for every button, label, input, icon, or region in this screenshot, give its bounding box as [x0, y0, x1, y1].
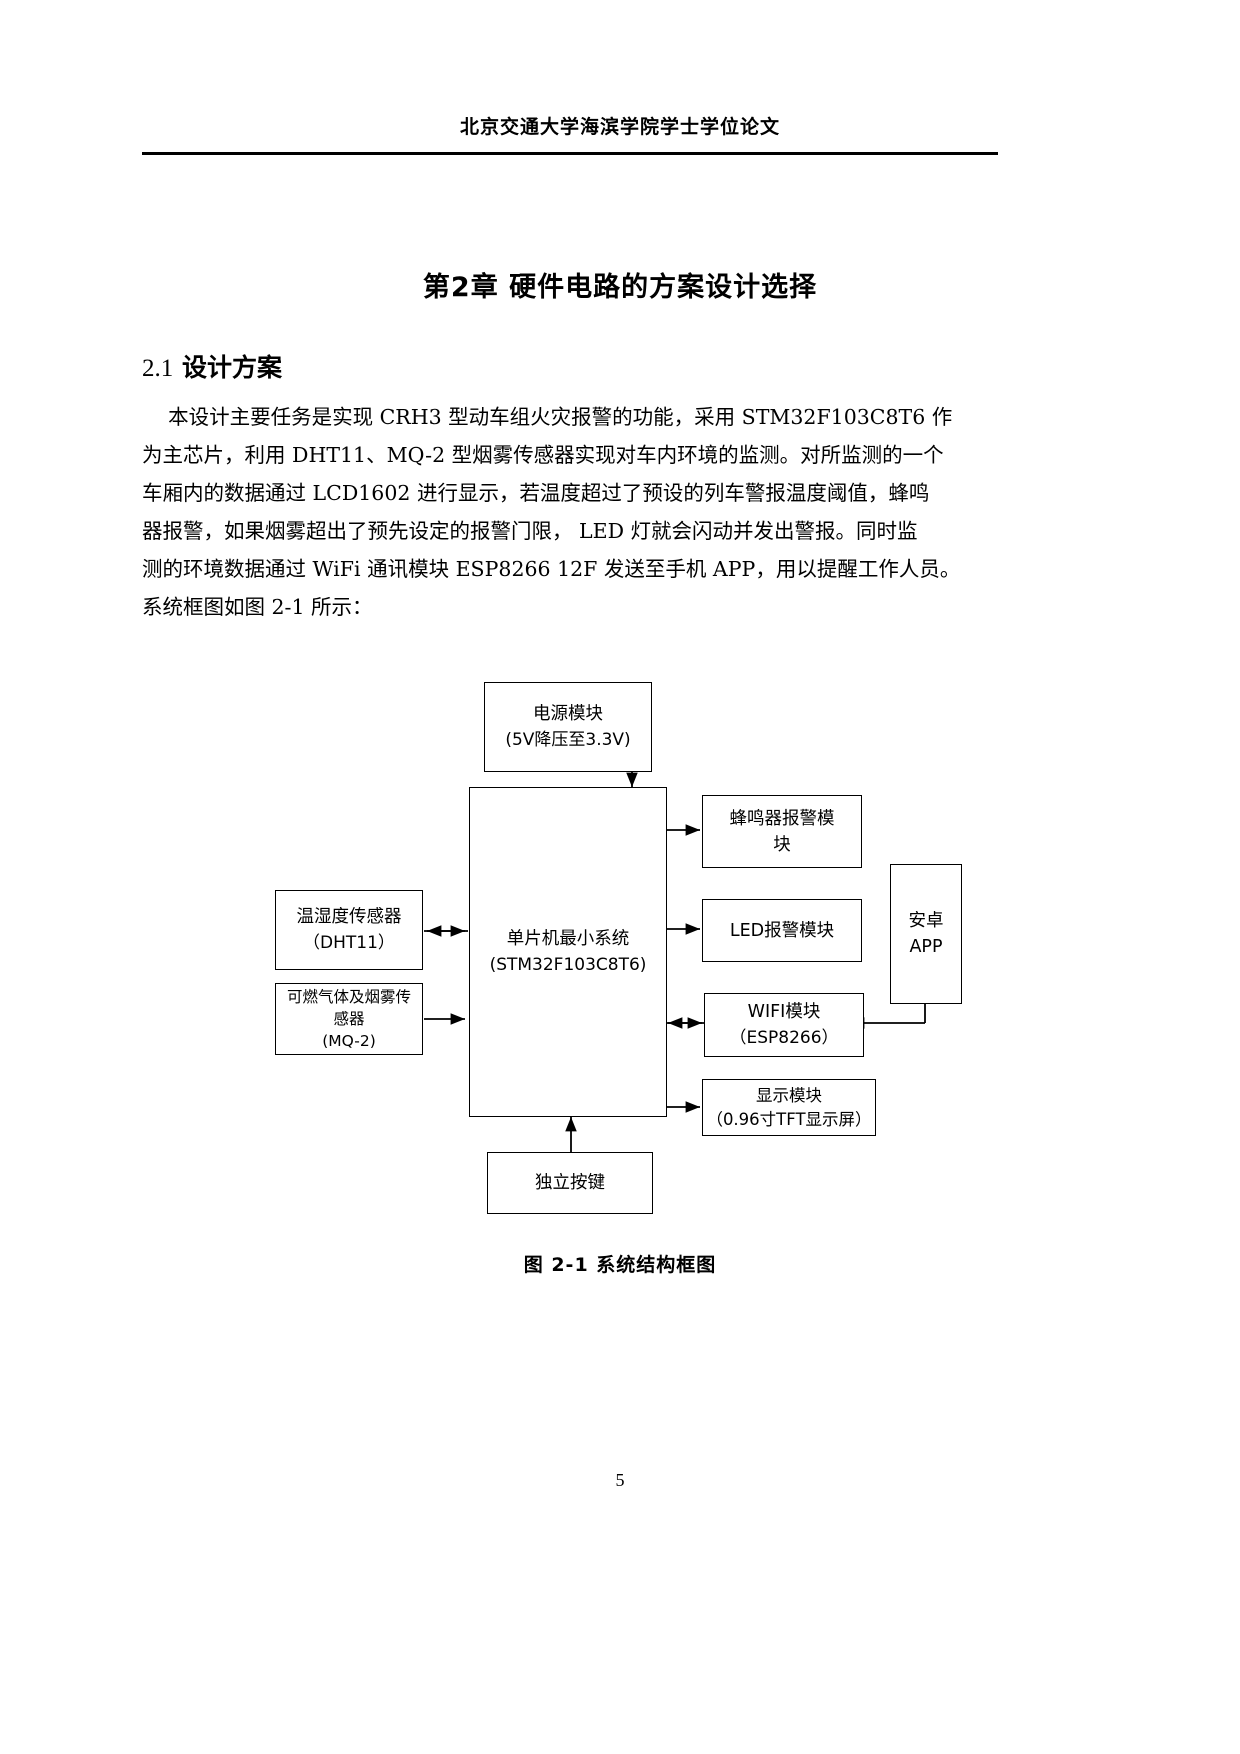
header-rule	[142, 152, 998, 155]
display-label-line2: （0.96寸TFT显示屏）	[706, 1109, 872, 1129]
body-paragraph: 本设计主要任务是实现 CRH3 型动车组火灾报警的功能，采用 STM32F103…	[142, 398, 998, 626]
chapter-title: 第2章 硬件电路的方案设计选择	[422, 272, 818, 303]
power-label-line1: 电源模块	[533, 704, 603, 724]
mcu-label-line1: 单片机最小系统	[506, 929, 630, 949]
diagram-block-mq2: 可燃气体及烟雾传 感器 (MQ-2)	[275, 983, 423, 1055]
mq2-label-line3: (MQ-2)	[322, 1032, 376, 1050]
figure-caption: 图 2-1 系统结构框图	[523, 1254, 717, 1276]
android-label-line1: 安卓	[908, 911, 944, 931]
running-header: 北京交通大学海滨学院学士学位论文	[0, 112, 1240, 139]
wifi-label-line1: WIFI模块	[747, 1002, 821, 1022]
body-line: 测的环境数据通过 WiFi 通讯模块 ESP8266 12F 发送至手机 APP…	[142, 557, 961, 581]
diagram-block-display: 显示模块 （0.96寸TFT显示屏）	[702, 1079, 876, 1136]
diagram-block-led: LED报警模块	[702, 899, 862, 962]
power-label-line2: (5V降压至3.3V)	[505, 730, 631, 750]
section-number: 2.1	[142, 355, 174, 382]
body-line: 器报警，如果烟雾超出了预先设定的报警门限， LED 灯就会闪动并发出警报。同时监	[142, 519, 918, 543]
mcu-label-line2: (STM32F103C8T6)	[489, 955, 647, 975]
wifi-label-line2: （ESP8266）	[729, 1028, 839, 1048]
section-heading: 2.1 设计方案	[142, 348, 282, 384]
diagram-block-buzzer: 蜂鸣器报警模 块	[702, 795, 862, 868]
body-line: 车厢内的数据通过 LCD1602 进行显示，若温度超过了预设的列车警报温度阈值，…	[142, 481, 930, 505]
android-label-line2: APP	[909, 937, 943, 957]
section-title: 设计方案	[181, 353, 282, 382]
display-label-line1: 显示模块	[756, 1085, 822, 1105]
dht11-label-line2: （DHT11）	[303, 933, 395, 953]
buzzer-label-line2: 块	[773, 834, 791, 855]
body-line: 本设计主要任务是实现 CRH3 型动车组火灾报警的功能，采用 STM32F103…	[142, 405, 953, 429]
diagram-block-wifi: WIFI模块 （ESP8266）	[704, 993, 864, 1057]
button-label-line1: 独立按键	[535, 1173, 605, 1193]
mq2-label-line1: 可燃气体及烟雾传	[286, 988, 411, 1006]
body-line: 系统框图如图 2-1 所示：	[142, 595, 373, 619]
diagram-block-button: 独立按键	[487, 1152, 653, 1214]
dht11-label-line1: 温湿度传感器	[296, 907, 402, 927]
mq2-label-line2: 感器	[333, 1010, 365, 1028]
running-header-text: 北京交通大学海滨学院学士学位论文	[459, 116, 780, 138]
page-number: 5	[615, 1470, 625, 1490]
diagram-block-android-app: 安卓 APP	[890, 864, 962, 1004]
diagram-block-dht11: 温湿度传感器 （DHT11）	[275, 890, 423, 970]
diagram-block-mcu: 单片机最小系统 (STM32F103C8T6)	[469, 787, 667, 1117]
body-line: 为主芯片，利用 DHT11、MQ-2 型烟雾传感器实现对车内环境的监测。对所监测…	[142, 443, 944, 467]
led-label-line1: LED报警模块	[729, 920, 835, 941]
diagram-block-power: 电源模块 (5V降压至3.3V)	[484, 682, 652, 772]
buzzer-label-line1: 蜂鸣器报警模	[729, 808, 835, 829]
